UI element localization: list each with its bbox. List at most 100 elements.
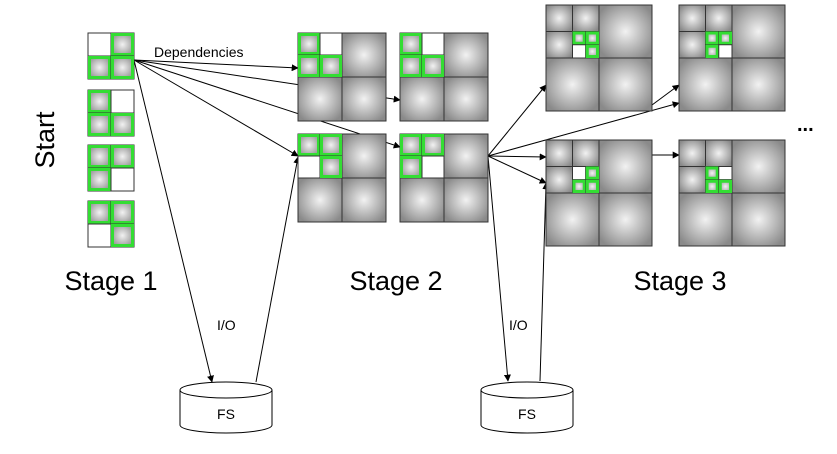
highlight-box (88, 90, 111, 113)
tile-cell (297, 76, 343, 122)
tile-cell (731, 139, 786, 194)
tile-cell (678, 192, 733, 247)
dependencies-label: Dependencies (154, 44, 244, 60)
tile-cell (443, 133, 489, 179)
tile-cell (110, 200, 135, 225)
fs-cylinder-left: FS (179, 381, 273, 434)
highlight-box (400, 55, 422, 77)
highlight-box (585, 44, 599, 58)
stage3-grid (545, 139, 653, 247)
fs-cylinder-right: FS (480, 381, 574, 434)
tile-cell (572, 139, 600, 167)
highlight-box (298, 33, 320, 55)
dependency-arrow (255, 156, 301, 383)
tile-cell (545, 57, 600, 112)
highlight-box (705, 179, 719, 193)
stage3-grid (678, 4, 786, 112)
highlight-box (320, 134, 342, 156)
empty-cell (87, 223, 112, 248)
highlight-box (585, 166, 599, 180)
tile-cell (545, 166, 573, 194)
tile-cell (87, 112, 112, 137)
dependency-arrow (487, 101, 680, 157)
tile-cell (297, 32, 321, 56)
stage1-block (87, 89, 135, 137)
highlight-box (111, 33, 134, 56)
tile-grids (87, 4, 786, 248)
tile-cell (731, 192, 786, 247)
highlight-box (422, 55, 444, 77)
ellipsis-label: ... (797, 114, 814, 136)
tile-cell (678, 139, 706, 167)
tile-cell (399, 133, 423, 157)
dependency-arrow (133, 59, 299, 72)
io-label: I/O (217, 317, 236, 333)
tile-cell (443, 177, 489, 223)
tile-cell (678, 4, 706, 32)
tile-cell (399, 177, 445, 223)
highlight-box (400, 33, 422, 55)
tile-cell (598, 57, 653, 112)
tile-cell (341, 133, 387, 179)
tile-cell (319, 155, 343, 179)
tile-cell (319, 133, 343, 157)
empty-cell (572, 44, 587, 59)
stage1-block (87, 200, 135, 248)
highlight-box (400, 134, 422, 156)
tile-cell (87, 55, 112, 80)
tile-cell (731, 4, 786, 59)
stage3-grid (545, 4, 653, 112)
tile-cell (341, 76, 387, 122)
highlight-box (298, 55, 320, 77)
highlight-box (111, 224, 134, 247)
tile-cell (421, 133, 445, 157)
tile-cell (572, 4, 600, 32)
empty-cell (572, 166, 587, 181)
dependency-arrow (133, 59, 401, 149)
tile-cell (110, 223, 135, 248)
dependency-arrow (487, 155, 547, 184)
tile-cell (87, 89, 112, 114)
highlight-box (88, 201, 111, 224)
tile-cell (678, 166, 706, 194)
fs-label: FS (217, 406, 235, 422)
highlight-box (572, 31, 586, 45)
tile-cell (297, 177, 343, 223)
highlight-box (705, 31, 719, 45)
tile-cell (545, 4, 573, 32)
tile-cell (705, 4, 733, 32)
highlight-box (718, 179, 732, 193)
stage-label: Stage 3 (633, 266, 726, 296)
tile-cell (110, 32, 135, 57)
stage2-grid (297, 32, 387, 122)
stage1-block (87, 32, 135, 80)
dependency-arrow (133, 59, 214, 383)
tile-cell (421, 54, 445, 78)
tile-cell (545, 31, 573, 59)
highlight-box (422, 134, 444, 156)
tile-cell (399, 76, 445, 122)
dependency-arrow (133, 59, 299, 157)
tile-cell (110, 112, 135, 137)
tile-cell (705, 139, 733, 167)
empty-cell (110, 89, 135, 114)
tile-cell (598, 139, 653, 194)
dependency-arrow (487, 84, 547, 157)
tile-cell (341, 177, 387, 223)
tile-cell (598, 4, 653, 59)
empty-cell (421, 32, 445, 56)
highlight-box (320, 156, 342, 178)
highlight-box (572, 179, 586, 193)
stage2-grid (399, 32, 489, 122)
stage1-block (87, 144, 135, 192)
stage-label: Stage 2 (349, 266, 442, 296)
highlight-box (111, 145, 134, 168)
highlight-box (88, 56, 111, 79)
highlight-box (111, 56, 134, 79)
highlight-box (88, 168, 111, 191)
highlight-box (718, 31, 732, 45)
tile-cell (443, 76, 489, 122)
dependency-arrow (487, 153, 547, 161)
start-label: Start (30, 111, 60, 169)
fs-label: FS (518, 406, 536, 422)
